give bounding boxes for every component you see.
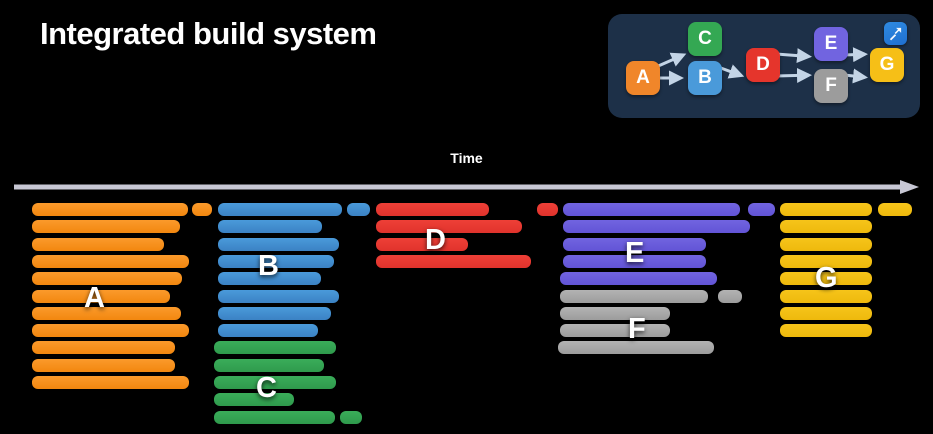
task-bar-b-8[interactable] <box>218 324 318 338</box>
task-bar-f-4[interactable] <box>558 341 714 355</box>
graph-node-label: B <box>698 67 712 88</box>
task-bar-d-1[interactable] <box>376 220 522 234</box>
graph-node-label: E <box>824 33 838 54</box>
graph-node-e[interactable]: E <box>814 27 848 61</box>
task-bar-a-7[interactable] <box>32 306 181 320</box>
task-bar-c-4[interactable] <box>214 410 335 424</box>
task-bar-b-2[interactable] <box>218 220 322 234</box>
graph-node-d[interactable]: D <box>746 48 780 82</box>
task-bar-a-2[interactable] <box>32 220 180 234</box>
task-bar-b-7[interactable] <box>218 306 331 320</box>
graph-node-label: G <box>879 54 895 75</box>
task-bar-a-10[interactable] <box>32 358 175 372</box>
time-axis-arrow <box>14 180 919 194</box>
task-bar-c-2[interactable] <box>214 376 336 389</box>
graph-node-f[interactable]: F <box>814 69 848 103</box>
graph-node-a[interactable]: A <box>626 61 660 95</box>
task-bar-a-8[interactable] <box>32 324 189 338</box>
task-bar-b-0[interactable] <box>218 203 342 216</box>
task-bar-d-2[interactable] <box>376 237 468 251</box>
task-bar-b-5[interactable] <box>218 272 321 286</box>
task-bar-d-0[interactable] <box>376 203 489 216</box>
task-bar-g-3[interactable] <box>780 237 872 251</box>
task-bar-f-2[interactable] <box>560 306 670 320</box>
task-bar-e-3[interactable] <box>563 237 706 251</box>
task-bar-f-1[interactable] <box>718 289 742 303</box>
task-bar-e-2[interactable] <box>563 220 750 234</box>
graph-edge-d-to-e <box>775 48 813 64</box>
task-bar-a-4[interactable] <box>32 254 189 268</box>
page-title: Integrated build system <box>40 16 377 51</box>
graph-node-b[interactable]: B <box>688 61 722 95</box>
graph-node-label: D <box>756 54 770 75</box>
graph-node-label: C <box>698 28 712 49</box>
task-bar-f-0[interactable] <box>560 289 708 303</box>
task-bar-a-11[interactable] <box>32 376 189 389</box>
task-bar-c-5[interactable] <box>340 410 362 424</box>
task-bar-g-0[interactable] <box>780 203 872 216</box>
task-bar-g-1[interactable] <box>878 203 912 216</box>
graph-node-c[interactable]: C <box>688 22 722 56</box>
task-bar-e-4[interactable] <box>563 254 706 268</box>
xcode-hammer-icon <box>884 22 907 45</box>
task-bar-a-6[interactable] <box>32 289 170 303</box>
task-bar-e-0[interactable] <box>563 203 740 216</box>
task-bar-g-6[interactable] <box>780 289 872 303</box>
task-bar-g-2[interactable] <box>780 220 872 234</box>
task-bar-b-1[interactable] <box>347 203 370 216</box>
task-bar-a-0[interactable] <box>32 203 188 216</box>
task-bar-e-1[interactable] <box>748 203 775 216</box>
task-bar-g-8[interactable] <box>780 324 872 338</box>
task-bar-a-3[interactable] <box>32 237 164 251</box>
graph-node-label: A <box>636 67 650 88</box>
task-bar-g-5[interactable] <box>780 272 872 286</box>
task-bar-c-0[interactable] <box>214 341 336 355</box>
task-bar-b-4[interactable] <box>218 254 334 268</box>
time-axis-label: Time <box>450 150 483 166</box>
task-bar-a-1[interactable] <box>192 203 212 216</box>
task-bar-c-3[interactable] <box>214 393 294 407</box>
graph-node-label: F <box>825 75 837 96</box>
task-bar-c-1[interactable] <box>214 358 324 372</box>
task-bar-f-3[interactable] <box>560 324 670 338</box>
task-bar-a-5[interactable] <box>32 272 182 286</box>
task-bar-g-4[interactable] <box>780 254 872 268</box>
task-bar-d-4[interactable] <box>537 203 558 216</box>
task-bar-b-6[interactable] <box>218 289 339 303</box>
task-bar-e-5[interactable] <box>560 272 717 286</box>
graph-node-g[interactable]: G <box>870 48 904 82</box>
graph-edge-d-to-f <box>775 67 813 83</box>
task-bar-a-9[interactable] <box>32 341 175 355</box>
task-bar-g-7[interactable] <box>780 306 872 320</box>
task-bar-d-3[interactable] <box>376 254 531 268</box>
graph-edge-a-to-c <box>655 52 687 69</box>
task-bar-b-3[interactable] <box>218 237 339 251</box>
